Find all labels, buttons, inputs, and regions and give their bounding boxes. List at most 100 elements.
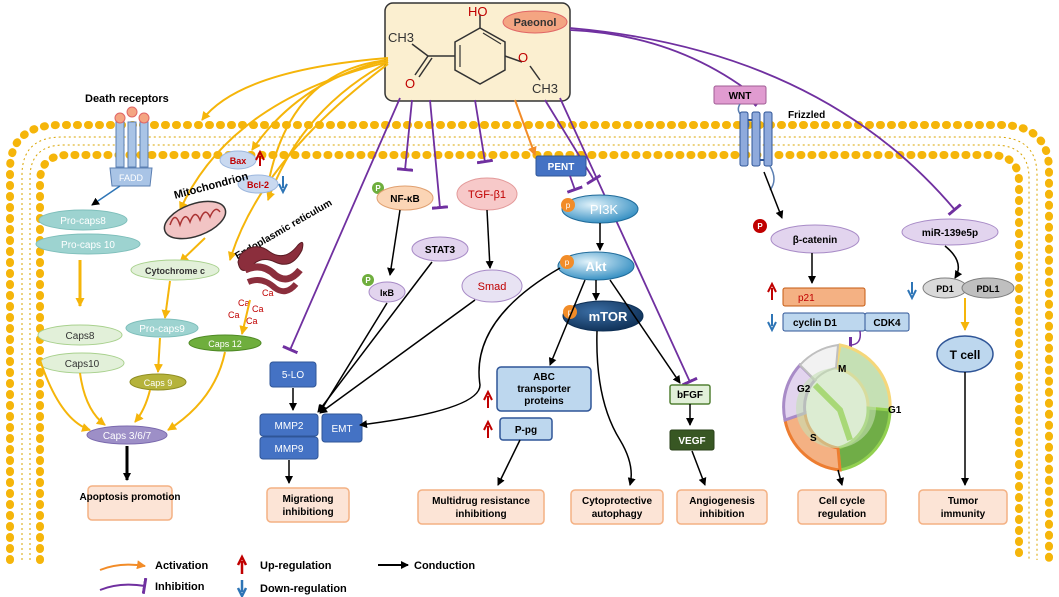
legend-down: Down-regulation [260, 583, 347, 595]
immunity-outcome-line2: immunity [941, 509, 986, 520]
caps8-label: Caps8 [66, 331, 95, 342]
ikb-phospho-label: P [365, 276, 371, 285]
phase-m-label: M [838, 364, 846, 375]
mdr-outcome-line2: inhibitiong [455, 509, 506, 520]
tcell-label: T cell [950, 348, 981, 362]
caspase-cascade: Pro-caps8 Pro-caps 10 Caps8 Caps10 Cytoc… [35, 209, 262, 481]
abc-up-arrow-icon [483, 389, 493, 408]
ho-label: HO [468, 4, 488, 19]
five-lo-label: 5-LO [282, 370, 304, 381]
ikb-label: IκB [380, 288, 395, 298]
legend-conduction: Conduction [414, 560, 475, 572]
nfkb-label: NF-κB [390, 194, 419, 205]
endoplasmic-reticulum: Endoplasmic reticulum Ca Ca Ca Ca Ca [228, 198, 334, 326]
emt-label: EMT [331, 424, 352, 435]
migration-outcome-line2: inhibitiong [282, 507, 333, 518]
abc-line3: proteins [524, 396, 564, 407]
up-regulation-icon [236, 554, 248, 574]
ppg-label: P-pg [515, 425, 537, 436]
mitochondrion: Mitochondrion [163, 170, 250, 240]
pro-caps8-label: Pro-caps8 [60, 216, 106, 227]
pi3k-label: PI3K [590, 202, 619, 217]
wnt-module: WNT Frizzled P β-catenin p21 cyclin D1 C… [713, 85, 910, 525]
death-receptors-label: Death receptors [85, 93, 169, 105]
p21-up-arrow-icon [767, 281, 777, 300]
pi3k-phospho-label: p [566, 201, 571, 210]
immunity-outcome-line1: Tumor [948, 496, 978, 507]
apoptosis-outcome-label: Apoptosis promotion [79, 492, 180, 503]
cyto-outcome-line2: autophagy [592, 509, 643, 520]
akt-label: Akt [586, 259, 608, 274]
cyclind1-label: cyclin D1 [793, 318, 837, 329]
bcl2-down-arrow-icon [278, 176, 288, 195]
caps367-label: Caps 3/6/7 [103, 431, 152, 442]
mir-label: miR-139e5p [922, 228, 978, 239]
phase-g1-label: G1 [888, 405, 902, 416]
inhibition-legend-icon [99, 577, 148, 595]
abc-line2: transporter [517, 384, 570, 395]
o-ketone-label: O [405, 76, 415, 91]
akt-phospho-label: p [565, 258, 570, 267]
cellcycle-outcome-line1: Cell cycle [819, 496, 866, 507]
bcl2-label: Bcl-2 [247, 180, 269, 190]
fadd-label: FADD [119, 173, 144, 183]
immunity-module: miR-139e5p PD1 PDL1 T cell Tumor immunit… [901, 218, 1015, 525]
tgfb1-label: TGF-β1 [468, 189, 506, 201]
mmp9-label: MMP9 [275, 444, 304, 455]
cyclind1-down-arrow-icon [767, 314, 777, 333]
down-regulation-icon [236, 580, 248, 597]
o-ether-label: O [518, 50, 528, 65]
mdr-outcome-line1: Multidrug resistance [432, 496, 530, 507]
mtor-phospho-label: p [568, 308, 573, 317]
caps12-label: Caps 12 [208, 339, 242, 349]
abc-line1: ABC [533, 372, 555, 383]
mtor-label: mTOR [589, 309, 628, 324]
activation-legend-icon [99, 560, 146, 571]
death-receptor: Death receptors FADD [85, 93, 169, 187]
cell-cycle-wheel: M G2 G1 S [782, 343, 902, 472]
bcatenin-phospho-label: P [757, 222, 763, 231]
ch3-right-label: CH3 [532, 81, 558, 96]
pdl1-label: PDL1 [976, 284, 999, 294]
cdk4-label: CDK4 [873, 318, 901, 329]
migration-outcome-line1: Migrationg [282, 494, 333, 505]
apoptosis-outcome-box: Apoptosis promotion [79, 485, 181, 521]
bfgf-label: bFGF [677, 390, 703, 401]
caps10-label: Caps10 [65, 359, 100, 370]
bax-label: Bax [230, 156, 247, 166]
phase-g2-label: G2 [797, 384, 811, 395]
legend-activation: Activation [155, 560, 208, 572]
pi3k-module: PENT p PI3K p Akt p mTOR ABC transporter… [359, 155, 768, 525]
paeonol-structure: Paeonol HO CH3 O O CH3 [384, 2, 571, 102]
cytochrome-c-label: Cytochrome c [145, 266, 205, 276]
migration-module: P NF-κB P IκB STAT3 TGF-β1 Smad 5-LO MMP… [259, 177, 523, 523]
stat3-label: STAT3 [425, 245, 456, 256]
nfkb-phospho-label: P [375, 184, 381, 193]
ch3-left-label: CH3 [388, 30, 414, 45]
wnt-label: WNT [729, 91, 752, 102]
bax-bcl2: Bax Bcl-2 [219, 149, 288, 195]
legend-inhibition: Inhibition [155, 581, 205, 593]
cyto-outcome-line1: Cytoprotective [582, 496, 652, 507]
ca-label: Ca [238, 298, 250, 308]
pent-label: PENT [548, 162, 575, 173]
pro-caps9-label: Pro-caps9 [139, 324, 185, 335]
bcatenin-label: β-catenin [793, 235, 837, 246]
ppg-up-arrow-icon [483, 419, 493, 438]
ca-label: Ca [228, 310, 240, 320]
ca-label: Ca [252, 304, 264, 314]
bax-up-arrow-icon [255, 149, 265, 166]
smad-label: Smad [478, 281, 507, 293]
angio-outcome-line1: Angiogenesis [689, 496, 755, 507]
phase-s-label: S [810, 433, 817, 444]
angio-outcome-line2: inhibition [700, 509, 745, 520]
legend-up: Up-regulation [260, 560, 332, 572]
paeonol-label: Paeonol [514, 17, 557, 29]
paeonol-effect-lines [179, 27, 962, 387]
ca-label: Ca [262, 288, 274, 298]
pro-caps10-label: Pro-caps 10 [61, 240, 115, 251]
pd1-down-arrow-icon [907, 282, 917, 301]
mmp2-label: MMP2 [275, 421, 304, 432]
ca-label: Ca [246, 316, 258, 326]
